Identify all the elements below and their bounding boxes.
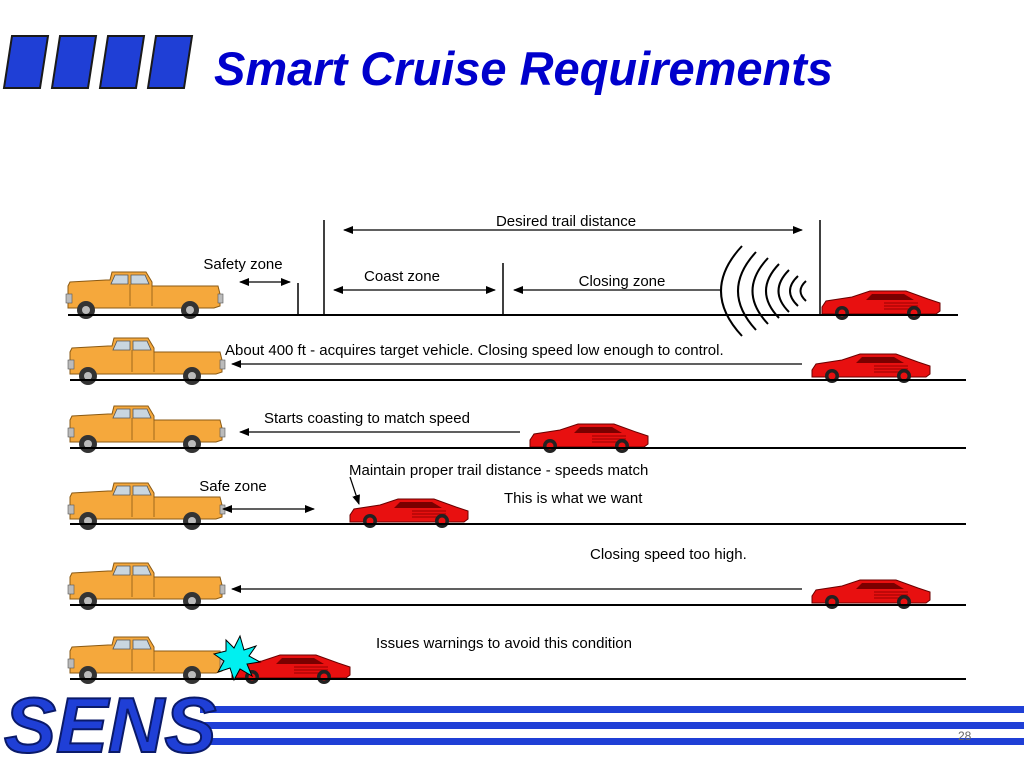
car-icon [811, 353, 931, 384]
header-logo-blocks [2, 35, 194, 89]
maintain-pointer-arrow [349, 476, 360, 505]
truck-icon [67, 562, 226, 611]
coasting-label: Starts coasting to match speed [264, 410, 470, 427]
radar-waves-icon [720, 245, 807, 337]
crash-burst-icon [212, 634, 262, 682]
page-title: Smart Cruise Requirements [214, 42, 833, 95]
truck-icon [67, 405, 226, 454]
warnings-label: Issues warnings to avoid this condition [376, 635, 632, 652]
maintain-label: Maintain proper trail distance - speeds … [349, 462, 648, 479]
scenario-row-3: Starts coasting to match speed [67, 405, 966, 454]
truck-icon [67, 636, 226, 685]
closing-zone-label: Closing zone [579, 273, 666, 290]
coast-zone-label: Coast zone [364, 268, 440, 285]
sens-logo: SENS [4, 681, 216, 768]
scenario-row-4: Safe zone Maintain proper trail distance… [67, 462, 966, 531]
truck-icon [67, 337, 226, 386]
scenario-row-2: About 400 ft - acquires target vehicle. … [67, 337, 966, 386]
page-number: 28 [958, 729, 972, 743]
scenario-row-6: Issues warnings to avoid this condition [67, 634, 966, 685]
desired-trail-label: Desired trail distance [496, 213, 636, 230]
safe-zone-label: Safe zone [199, 478, 267, 495]
what-we-want-label: This is what we want [504, 490, 643, 507]
safety-zone-label: Safety zone [203, 256, 282, 273]
scenario-row-1: Desired trail distance Safety zone Coast… [65, 213, 958, 337]
closing-high-label: Closing speed too high. [590, 546, 747, 563]
scenario-row-5: Closing speed too high. [67, 546, 966, 611]
footer-stripes [200, 706, 1024, 745]
truck-icon [65, 271, 224, 320]
acquire-target-label: About 400 ft - acquires target vehicle. … [225, 342, 724, 359]
